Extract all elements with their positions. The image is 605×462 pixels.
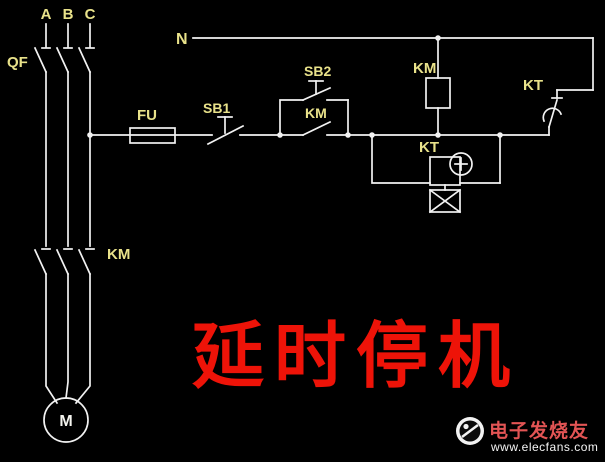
- qf-label: QF: [7, 54, 28, 71]
- junction-dots: [87, 35, 503, 138]
- elecfans-logo-icon: [456, 417, 484, 445]
- watermark-url: www.elecfans.com: [491, 440, 599, 454]
- kt-delay-contact-symbol: [542, 37, 594, 136]
- kt-coil-label: KT: [419, 139, 439, 156]
- km-main-label: KM: [107, 246, 130, 263]
- sb1-label: SB1: [203, 100, 230, 116]
- fuse-symbol: [129, 127, 176, 144]
- kt-contact-label: KT: [523, 77, 543, 94]
- phase-a-label: A: [41, 6, 52, 23]
- km-main-contacts: [33, 248, 95, 276]
- phase-c-label: C: [85, 6, 96, 23]
- sb2-label: SB2: [304, 63, 331, 79]
- km-coil-label: KM: [413, 60, 436, 77]
- km-holding-label: KM: [305, 105, 327, 121]
- motor-label: M: [59, 413, 72, 430]
- km-holding-contact-symbol: [301, 120, 332, 137]
- watermark-brand: 电子发烧友: [489, 421, 590, 442]
- motor-symbol: M: [43, 397, 89, 443]
- fu-label: FU: [137, 107, 157, 124]
- sb1-stop-button-symbol: [206, 116, 245, 146]
- qf-breaker-symbol: [33, 46, 95, 74]
- km-coil-symbol: [425, 37, 451, 136]
- sb2-start-button-symbol: [279, 80, 349, 136]
- page-title: 延时停机: [192, 313, 521, 398]
- phase-b-label: B: [63, 6, 74, 23]
- power-lines: [45, 23, 91, 405]
- neutral-label: N: [176, 31, 188, 48]
- kt-timer-coil-symbol: [371, 134, 501, 214]
